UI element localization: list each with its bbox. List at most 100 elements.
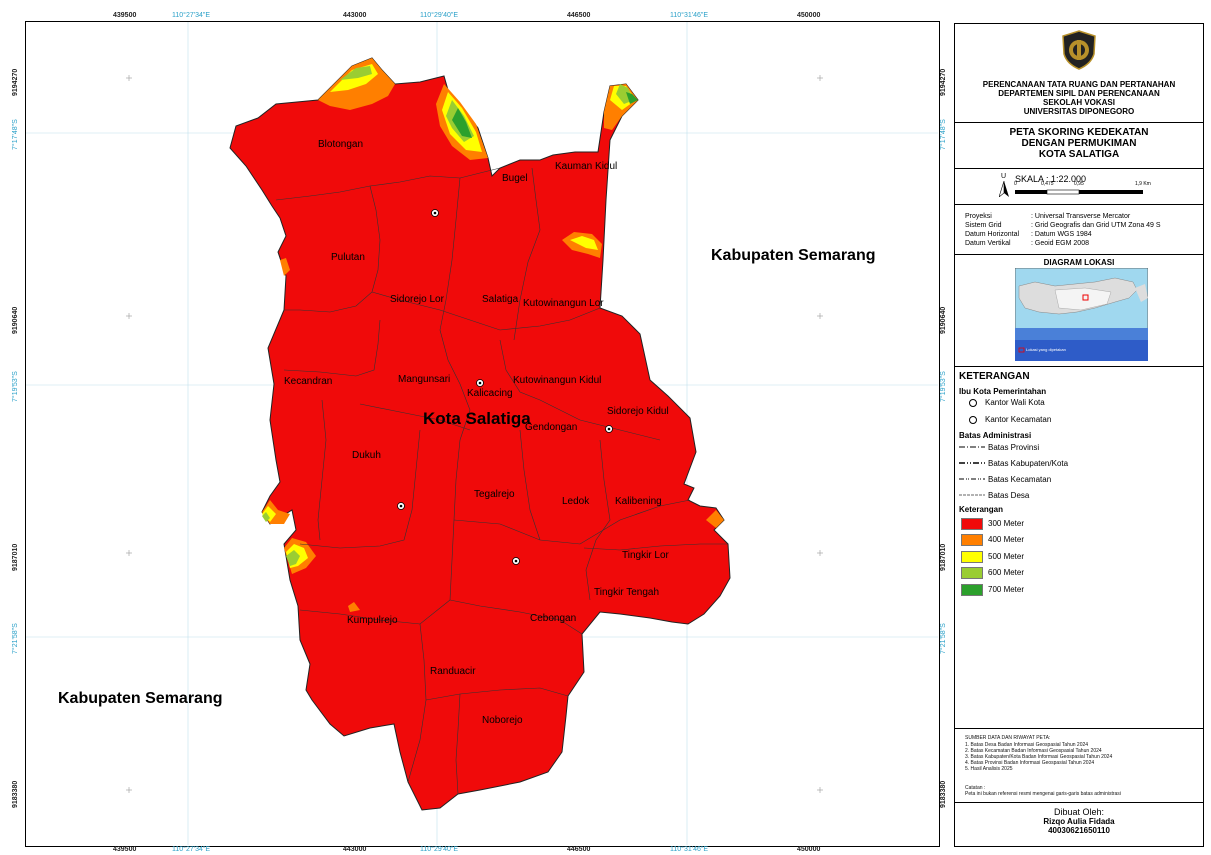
- institution-line: DEPARTEMEN SIPIL DAN PERENCANAAN: [998, 89, 1160, 98]
- note-text: Peta ini bukan referensi resmi mengenai …: [965, 791, 1121, 797]
- grid-label-top-x: 439500: [113, 12, 137, 19]
- village-label: Randuacir: [430, 666, 476, 677]
- village-label: Salatiga: [482, 294, 519, 305]
- village-label: Cebongan: [530, 613, 577, 624]
- geo-label-left: 7°19'53"S: [12, 371, 19, 402]
- class-item: 500 Meter: [988, 552, 1025, 561]
- grid-label-right-y: 9194270: [940, 68, 947, 96]
- author-nim: 40030621650110: [1048, 826, 1110, 835]
- geo-label-top: 110°31'46"E: [670, 12, 709, 19]
- geo-label-top: 110°27'34"E: [172, 12, 211, 19]
- geo-label-bottom: 110°29'40"E: [420, 846, 459, 853]
- geo-label-left: 7°17'48"S: [12, 119, 19, 150]
- grid-label-right-y: 9187010: [940, 543, 947, 571]
- location-section: DIAGRAM LOKASI Lokasi yang dipetakan: [955, 254, 1203, 367]
- region-label: Kabupaten Semarang: [58, 690, 223, 707]
- map-title-line: PETA SKORING KEDEKATAN: [1009, 127, 1149, 138]
- location-diagram: [1015, 268, 1148, 361]
- grid-label-top-x: 450000: [797, 12, 821, 19]
- admin-item: Batas Desa: [988, 491, 1030, 500]
- north-arrow-icon: [999, 181, 1009, 197]
- capital-item: Kantor Wali Kota: [985, 398, 1045, 407]
- scale-section: U SKALA : 1:22.000 0 0,475 0,95 1,9 Km: [955, 168, 1203, 205]
- wali-kota-icon: [969, 399, 977, 407]
- capital-title: Ibu Kota Pemerintahan: [959, 387, 1047, 396]
- region-label: Kabupaten Semarang: [711, 247, 876, 264]
- author-section: Dibuat Oleh: Rizqo Aulia Fidada 40030621…: [955, 802, 1203, 846]
- projection-row: Sistem Grid: Grid Geografis dan Grid UTM…: [965, 222, 1161, 229]
- admin-title: Batas Administrasi: [959, 431, 1032, 440]
- source-title: SUMBER DATA DAN RIWAYAT PETA:: [965, 735, 1051, 741]
- institution-line: SEKOLAH VOKASI: [1042, 98, 1115, 107]
- projection-row: Proyeksi: Universal Transverse Mercator: [965, 213, 1131, 220]
- grid-label-left-y: 9194270: [12, 68, 19, 96]
- author-name: Rizqo Aulia Fidada: [1043, 817, 1115, 826]
- class-item: 400 Meter: [988, 535, 1025, 544]
- kecamatan-office-icon: [969, 416, 977, 424]
- legend-title: KETERANGAN: [959, 371, 1030, 382]
- grid-label-bottom-x: 443000: [343, 846, 367, 853]
- village-label: Bugel: [502, 173, 528, 184]
- map-title-line: KOTA SALATIGA: [1038, 149, 1120, 160]
- institution-name: PERENCANAAN TATA RUANG DAN PERTANAHAN DE…: [955, 80, 1203, 116]
- projection-row: Datum Vertikal: Geoid EGM 2008: [965, 240, 1089, 247]
- admin-item: Batas Provinsi: [988, 443, 1040, 452]
- made-by-label: Dibuat Oleh:: [1053, 807, 1105, 817]
- village-label: Mangunsari: [398, 374, 451, 385]
- scale-bar: [1015, 189, 1143, 195]
- geo-label-left: 7°21'58"S: [12, 623, 19, 654]
- village-label: Blotongan: [318, 139, 364, 150]
- note-title: Catatan :: [965, 785, 986, 791]
- village-boundaries: [275, 167, 728, 795]
- class-swatch: [961, 567, 983, 579]
- class-swatch: [961, 518, 983, 530]
- grid-label-bottom-x: 439500: [113, 846, 137, 853]
- village-label: Kauman Kidul: [555, 161, 618, 172]
- geo-label-right: 7°19'53"S: [940, 371, 947, 402]
- village-label: Gendongan: [525, 422, 578, 433]
- utm-grid-crosses: [126, 75, 823, 793]
- geo-label-bottom: 110°27'34"E: [172, 846, 211, 853]
- village-label: Pulutan: [331, 252, 365, 263]
- village-label: Dukuh: [352, 450, 381, 461]
- grid-label-left-y: 9190640: [12, 306, 19, 334]
- map-title-line: DENGAN PERMUKIMAN: [1021, 138, 1137, 149]
- grid-label-right-y: 9190640: [940, 306, 947, 334]
- university-logo-icon: [1062, 30, 1096, 70]
- village-label: Tingkir Tengah: [594, 587, 660, 598]
- scale-tick: 0: [1014, 181, 1017, 187]
- class-swatch: [961, 551, 983, 563]
- institution-line: UNIVERSITAS DIPONEGORO: [1023, 107, 1135, 116]
- grid-label-left-y: 9187010: [12, 543, 19, 571]
- map-canvas: [26, 22, 938, 845]
- village-label: Tingkir Lor: [622, 550, 669, 561]
- kota-salatiga-area: [229, 57, 731, 811]
- village-label: Ledok: [562, 496, 590, 507]
- title-section: PETA SKORING KEDEKATAN DENGAN PERMUKIMAN…: [955, 122, 1203, 169]
- source-item: 2. Batas Kecamatan Badan Informasi Geosp…: [965, 748, 1102, 754]
- village-label: Kumpulrejo: [347, 615, 398, 626]
- legend-panel: PERENCANAAN TATA RUANG DAN PERTANAHAN DE…: [954, 23, 1204, 847]
- admin-item: Batas Kabupaten/Kota: [988, 459, 1069, 468]
- class-item: 300 Meter: [988, 519, 1025, 528]
- scale-label: SKALA : 1:22.000: [1015, 174, 1087, 184]
- grid-label-right-y: 9183380: [940, 780, 947, 808]
- grid-label-top-x: 443000: [343, 12, 367, 19]
- village-label: Tegalrejo: [474, 489, 515, 500]
- village-label: Sidorejo Kidul: [607, 406, 669, 417]
- location-legend-label: Lokasi yang dipetakan: [1026, 347, 1066, 352]
- class-item: 700 Meter: [988, 585, 1025, 594]
- scale-tick: 0,95: [1074, 181, 1084, 187]
- buffer-zones: [262, 58, 724, 612]
- source-item: 5. Hasil Analisis 2025: [965, 766, 1013, 772]
- institution-line: PERENCANAAN TATA RUANG DAN PERTANAHAN: [982, 80, 1176, 89]
- geo-label-right: 7°21'58"S: [940, 623, 947, 654]
- location-title: DIAGRAM LOKASI: [1043, 258, 1115, 267]
- class-swatch: [961, 534, 983, 546]
- village-label: Kalicacing: [467, 388, 513, 399]
- village-label: Sidorejo Lor: [390, 294, 444, 305]
- projection-section: Proyeksi: Universal Transverse Mercator …: [955, 204, 1203, 255]
- legend-section: KETERANGAN Ibu Kota Pemerintahan Kantor …: [955, 366, 1203, 729]
- village-label: Kutowinangun Lor: [523, 298, 604, 309]
- north-label: U: [1001, 173, 1007, 180]
